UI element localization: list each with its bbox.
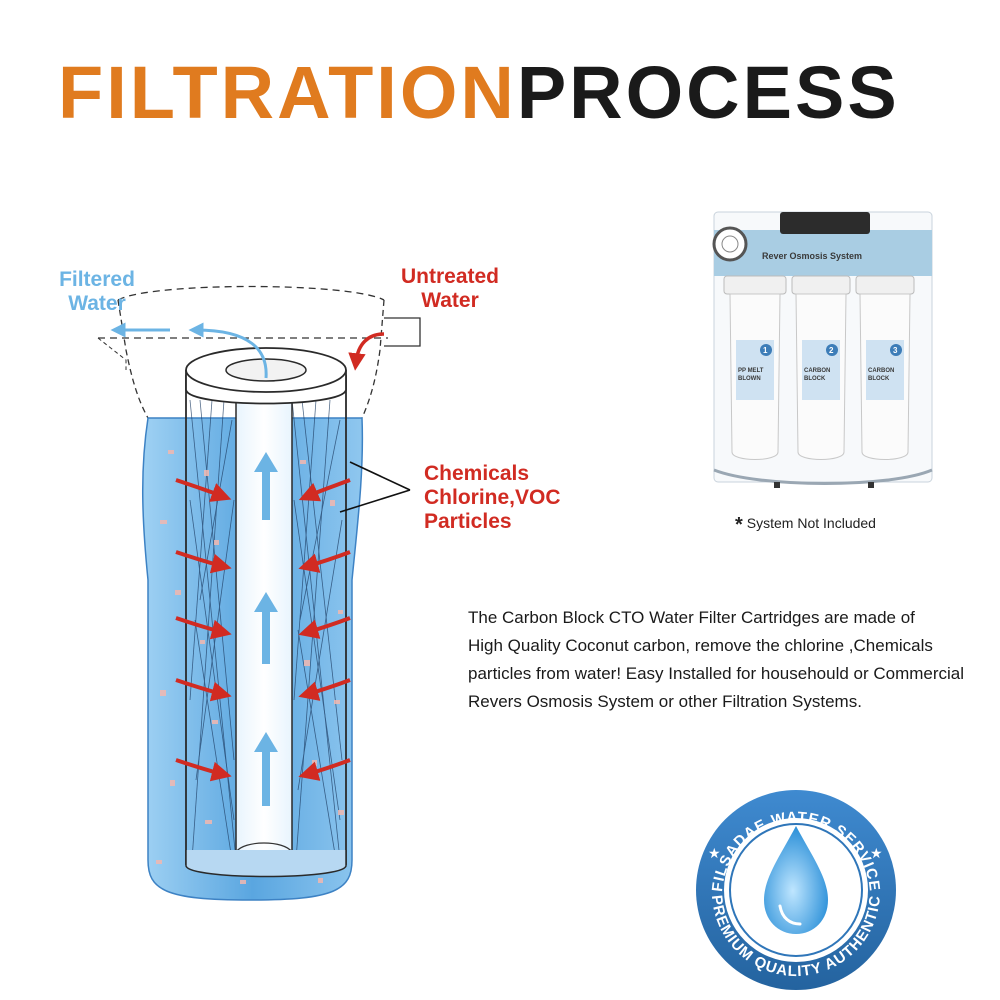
description-line: High Quality Coconut carbon, remove the … — [468, 636, 933, 655]
filtered-flow-arrows — [254, 452, 278, 806]
ro-system-image: Rever Osmosis System 1 PP MELT BLOWN 2 C… — [712, 211, 933, 488]
water-drop-icon — [764, 826, 828, 934]
svg-text:BLOWN: BLOWN — [738, 376, 761, 382]
untreated-water-label: Untreated Water — [400, 265, 500, 312]
filtered-outlet-arrows — [110, 322, 268, 379]
svg-text:CARBON: CARBON — [804, 368, 830, 374]
svg-text:1: 1 — [763, 346, 768, 355]
description-line: The Carbon Block CTO Water Filter Cartri… — [468, 608, 915, 627]
svg-text:3: 3 — [893, 346, 898, 355]
star-icon: ★ — [708, 845, 721, 861]
ro-cartridge-2: 2 CARBON BLOCK — [791, 275, 851, 460]
asterisk-icon: * — [735, 514, 743, 536]
untreated-inlet-arrow — [348, 332, 385, 371]
ro-cartridge-3: 3 CARBON BLOCK — [855, 275, 915, 460]
chemicals-label: Chemicals Chlorine,VOC Particles — [424, 462, 561, 533]
product-description: The Carbon Block CTO Water Filter Cartri… — [468, 604, 998, 716]
inflow-arrows — [175, 478, 351, 782]
particles — [156, 450, 344, 884]
svg-text:CARBON: CARBON — [868, 368, 894, 374]
title-part-filtration: FILTRATION — [58, 51, 517, 134]
system-not-included-note: *System Not Included — [735, 514, 876, 536]
label-pointer-lines — [339, 461, 411, 513]
svg-text:★: ★ — [870, 845, 883, 861]
svg-text:PP MELT: PP MELT — [738, 368, 764, 374]
svg-text:★: ★ — [708, 845, 721, 861]
description-line: Revers Osmosis System or other Filtratio… — [468, 692, 862, 711]
svg-text:2: 2 — [829, 346, 834, 355]
title-part-process: PROCESS — [516, 51, 900, 134]
authentic-seal: FILSADAE WATER SERVICE PREMIUM QUALITY A… — [696, 790, 896, 990]
star-icon: ★ — [870, 845, 883, 861]
svg-text:BLOCK: BLOCK — [804, 376, 826, 382]
ro-cartridge-1: 1 PP MELT BLOWN — [723, 275, 787, 460]
up-arrow-icon — [254, 452, 278, 520]
filtered-water-label: Filtered Water — [59, 268, 135, 315]
ro-panel-title: Rever Osmosis System — [762, 251, 862, 261]
up-arrow-icon — [254, 732, 278, 806]
description-line: particles from water! Easy Installed for… — [468, 664, 965, 683]
up-arrow-icon — [254, 592, 278, 664]
svg-text:BLOCK: BLOCK — [868, 376, 890, 382]
page-title: FILTRATIONPROCESS — [58, 56, 900, 130]
